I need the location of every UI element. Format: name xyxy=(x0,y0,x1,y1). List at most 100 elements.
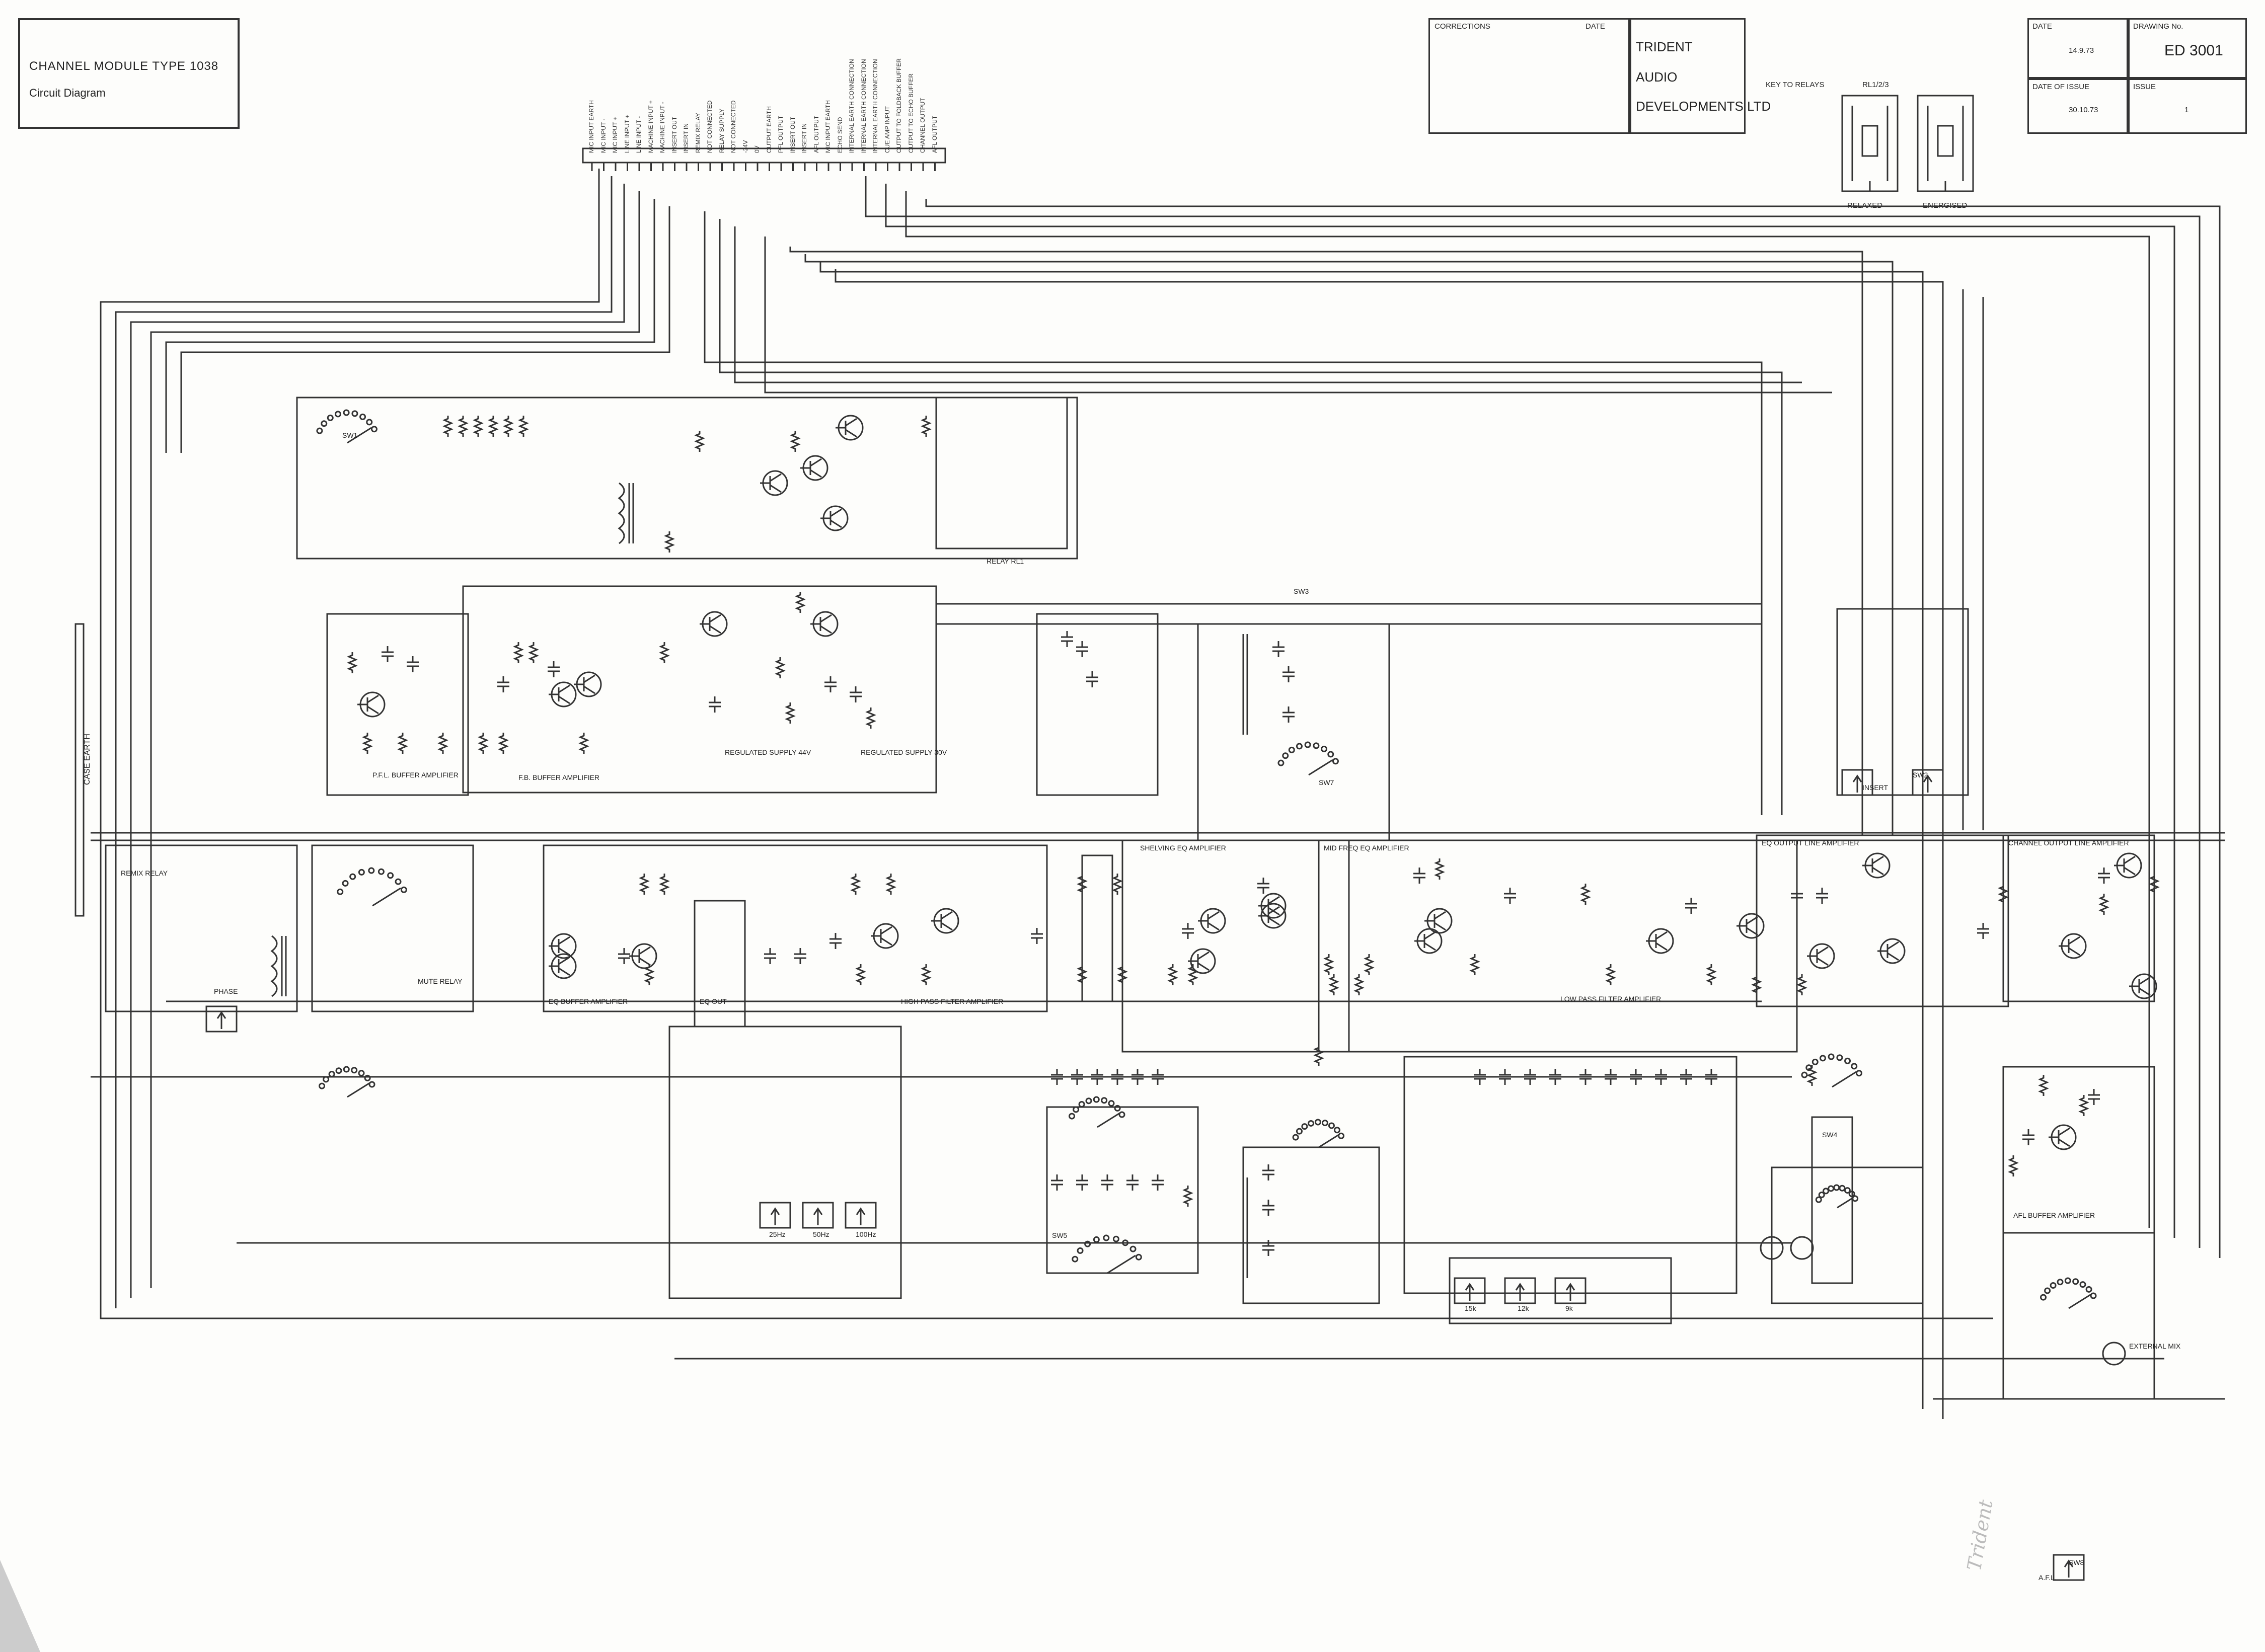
switch-contact xyxy=(364,1074,371,1081)
switch-contact xyxy=(2072,1278,2079,1285)
hpf-25hz: 25Hz xyxy=(769,1230,786,1238)
switch-contact xyxy=(378,868,385,875)
switch-contact xyxy=(359,413,366,420)
pushbutton-symbol xyxy=(1841,769,1873,796)
capacitor-symbol xyxy=(1272,641,1285,657)
corner-smudge xyxy=(0,1560,40,1652)
sw2-label: SW2 xyxy=(1913,771,1928,779)
date-of-issue-header: DATE OF ISSUE xyxy=(2032,83,2090,91)
resistor-symbol xyxy=(639,874,650,895)
block-outlines xyxy=(105,397,2155,1400)
drawing-no-header: DRAWING No. xyxy=(2133,22,2183,31)
switch-wiper xyxy=(1107,1254,1136,1274)
pushbutton-symbol xyxy=(1454,1277,1486,1304)
transistor-leads xyxy=(1862,855,1884,876)
sw4-label: SW4 xyxy=(1822,1131,1838,1139)
drawing-number: ED 3001 xyxy=(2164,42,2223,59)
transistor-leads xyxy=(1736,916,1758,936)
resistor-symbol xyxy=(1182,1186,1193,1207)
resistor-symbol xyxy=(1706,964,1717,985)
resistor-symbol xyxy=(1117,964,1128,985)
capacitor-symbol xyxy=(1685,898,1697,914)
switch-contact xyxy=(328,1071,335,1078)
transistor-leads xyxy=(549,684,570,704)
capacitor-symbol xyxy=(1152,1069,1164,1085)
transistor-leads xyxy=(574,674,595,694)
date-of-issue-value: 30.10.73 xyxy=(2069,106,2098,114)
switch-contact xyxy=(1321,745,1328,752)
pushbutton-arrow xyxy=(1565,1283,1575,1301)
switch-contact xyxy=(1839,1185,1846,1192)
switch-contact xyxy=(1313,742,1320,749)
capacitor-symbol xyxy=(1705,1069,1717,1085)
switch-contact xyxy=(2085,1286,2092,1293)
transistor-leads xyxy=(629,946,651,966)
capacitor-symbol xyxy=(1474,1069,1486,1085)
resistor-symbol xyxy=(1469,954,1480,975)
resistor-symbol xyxy=(850,874,861,895)
pushbutton-arrow xyxy=(1515,1283,1525,1301)
company-line-2: AUDIO xyxy=(1636,69,1678,85)
switch-wiper xyxy=(1097,1113,1120,1128)
switch-contact xyxy=(1108,1100,1115,1107)
handwritten-signature: Trident xyxy=(1963,1498,1997,1572)
switch-wiper xyxy=(347,1082,370,1098)
transistor-leads xyxy=(549,936,570,956)
resistor-symbol xyxy=(1187,964,1198,985)
switch-contact xyxy=(1101,1097,1108,1104)
switch-contact xyxy=(387,872,394,879)
switch-contact xyxy=(2040,1294,2047,1301)
capacitor-symbol xyxy=(1061,631,1073,647)
pushbutton-arrow xyxy=(1923,774,1933,793)
switch-contact xyxy=(358,869,365,876)
transistor-leads xyxy=(1188,951,1210,971)
reg-30-label: REGULATED SUPPLY 30V xyxy=(861,748,947,756)
fb-buffer-label: F.B. BUFFER AMPLIFIER xyxy=(518,773,599,781)
transistor-leads xyxy=(931,911,953,931)
pushbutton-symbol xyxy=(845,1202,877,1229)
switch-contact xyxy=(1855,1070,1862,1077)
capacitor-symbol xyxy=(407,656,419,672)
push-buttons xyxy=(205,769,2085,1581)
switch-contact xyxy=(1828,1053,1835,1060)
resistor-symbol xyxy=(347,652,358,673)
resistor-symbol xyxy=(1364,954,1375,975)
switch-contact xyxy=(1818,1192,1825,1199)
resistor-symbol xyxy=(1998,884,2009,905)
resistor-symbol xyxy=(1313,1045,1324,1066)
switch-contact xyxy=(370,426,378,433)
resistor-symbol xyxy=(458,416,469,437)
capacitor-symbol xyxy=(497,676,509,692)
switch-contact xyxy=(1332,758,1339,765)
resistor-symbol xyxy=(578,733,589,754)
hpf-100hz: 100Hz xyxy=(856,1230,876,1238)
resistor-symbol xyxy=(437,733,448,754)
capacitor-symbol xyxy=(1499,1069,1511,1085)
resistor-symbol xyxy=(442,416,454,437)
resistor-symbol xyxy=(644,964,655,985)
drawing-title: CHANNEL MODULE TYPE 1038 xyxy=(29,59,219,73)
capacitor-symbol xyxy=(1630,1069,1642,1085)
resistor-symbol xyxy=(1077,874,1088,895)
transistor-leads xyxy=(357,694,379,715)
transistor-leads xyxy=(2114,855,2136,876)
capacitor-symbol xyxy=(1549,1069,1561,1085)
switch-contact xyxy=(1135,1253,1142,1261)
capacitor-symbol xyxy=(1071,1069,1083,1085)
switch-contact xyxy=(2057,1279,2064,1286)
switch-contact xyxy=(1277,759,1285,766)
date-label: DATE xyxy=(1586,22,1605,31)
switch-contact xyxy=(1282,752,1289,759)
capacitor-symbol xyxy=(382,646,394,662)
switch-contact xyxy=(316,427,323,434)
relay-key-name: RL1/2/3 xyxy=(1862,81,1889,89)
issue-header: ISSUE xyxy=(2133,83,2156,91)
pushbutton-arrow xyxy=(856,1207,866,1225)
pushbutton-arrow xyxy=(1465,1283,1475,1301)
connector-pins xyxy=(591,163,936,171)
resistor-symbol xyxy=(1796,974,1807,995)
relay-key-symbols xyxy=(1841,95,1974,192)
switch-contact xyxy=(1314,1119,1321,1126)
